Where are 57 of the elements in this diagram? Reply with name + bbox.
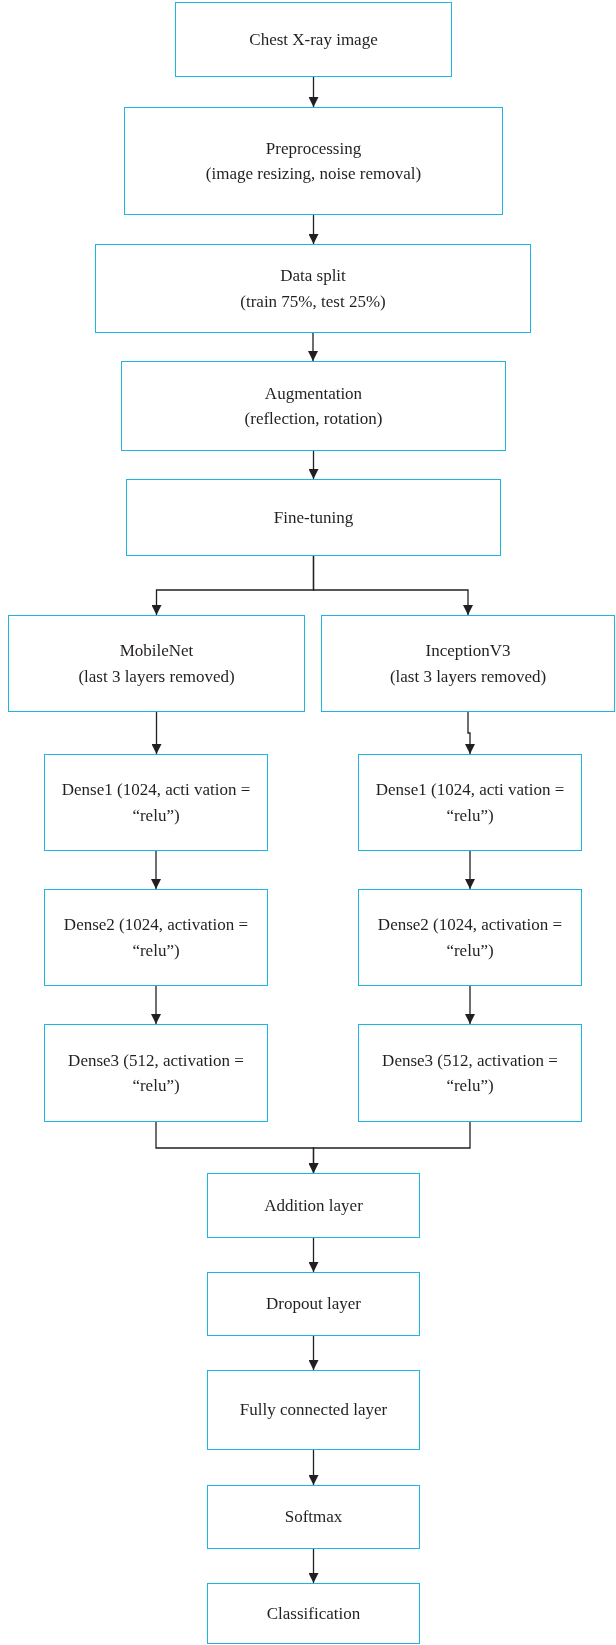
- box-label: Dense3 (512, activation = “relu”): [381, 1049, 559, 1097]
- process-box: [44, 889, 268, 986]
- process-box: [358, 754, 582, 851]
- arrow: [308, 1121, 471, 1174]
- box-label: Fully connected layer: [239, 1399, 388, 1422]
- arrow: [308, 214, 319, 245]
- arrow: [151, 985, 161, 1025]
- process-box: [121, 361, 506, 451]
- arrow: [308, 1449, 319, 1486]
- box-label: (last 3 layers removed): [389, 665, 547, 688]
- box-label: InceptionV3: [425, 640, 511, 662]
- arrow: [308, 1237, 319, 1273]
- arrow: [465, 850, 475, 890]
- box-label: MobileNet: [119, 640, 194, 662]
- process-box: [124, 107, 503, 215]
- box-label: (reflection, rotation): [244, 408, 383, 430]
- box-label: Dense1 (1024, acti vation = “relu”): [374, 779, 566, 827]
- box-label: Data split: [280, 265, 346, 287]
- process-box: [207, 1583, 420, 1644]
- box-label: Dense2 (1024, activation = “relu”): [376, 914, 564, 962]
- process-box: [44, 754, 268, 851]
- arrow: [465, 711, 475, 755]
- box-label: Fine-tuning: [273, 506, 354, 529]
- arrow: [151, 711, 162, 755]
- box-label: (last 3 layers removed): [78, 665, 235, 688]
- process-box: [358, 889, 582, 986]
- box-label: Classification: [266, 1602, 361, 1625]
- process-box: [175, 2, 452, 77]
- box-label: Addition layer: [264, 1194, 363, 1217]
- process-box: [207, 1173, 420, 1238]
- box-label: (train 75%, test 25%): [240, 290, 386, 313]
- box-label: Augmentation: [264, 382, 363, 405]
- arrow: [151, 850, 161, 890]
- box-label: Softmax: [284, 1506, 343, 1529]
- process-box: [44, 1024, 268, 1122]
- process-box: [207, 1485, 420, 1549]
- arrow: [308, 1548, 319, 1584]
- process-box: [358, 1024, 582, 1122]
- arrow: [308, 332, 318, 362]
- arrow: [308, 450, 319, 480]
- process-box: [207, 1272, 420, 1336]
- box-label: Chest X-ray image: [249, 28, 378, 51]
- box-label: (image resizing, noise removal): [205, 163, 422, 185]
- process-box: [95, 244, 531, 333]
- arrow: [465, 985, 475, 1025]
- box-label: Dense3 (512, activation = “relu”): [67, 1049, 245, 1097]
- box-label: Dense2 (1024, activation = “relu”): [62, 914, 250, 962]
- box-label: Dropout layer: [266, 1293, 361, 1316]
- process-box: [8, 615, 305, 712]
- box-label: Dense1 (1024, acti vation = “relu”): [60, 779, 252, 827]
- process-box: [126, 479, 501, 556]
- process-box: [207, 1370, 420, 1450]
- arrow: [308, 1335, 319, 1371]
- arrow: [308, 76, 319, 108]
- box-label: Preprocessing: [265, 137, 362, 160]
- arrow: [312, 555, 473, 616]
- process-box: [321, 615, 615, 712]
